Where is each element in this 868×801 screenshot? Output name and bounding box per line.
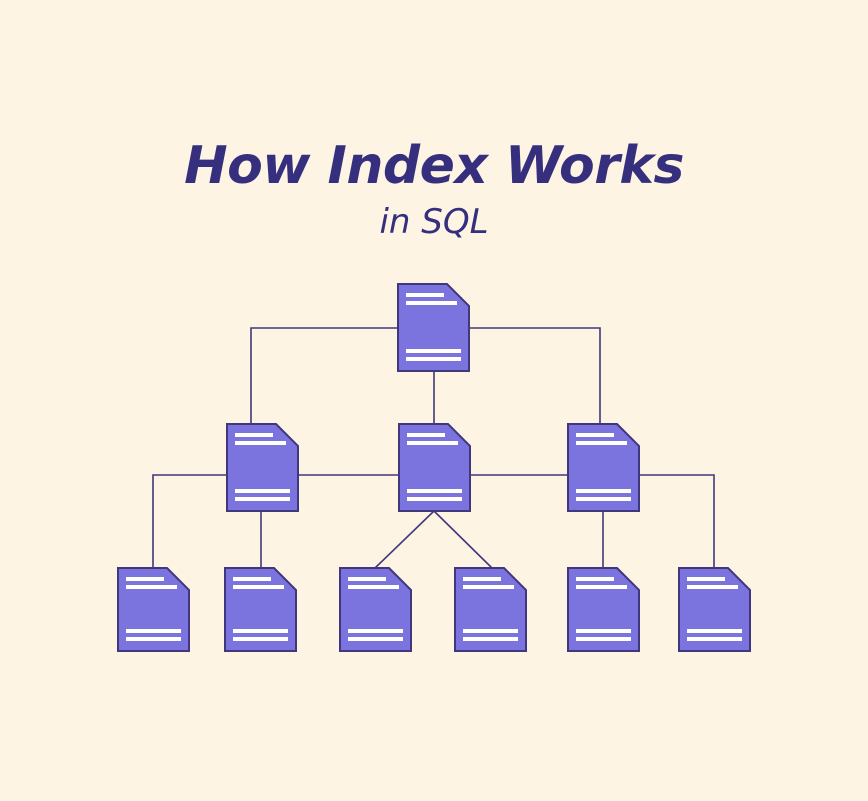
node-leaf-6[interactable] <box>678 567 751 652</box>
node-mid-3[interactable] <box>567 423 640 512</box>
page-title: How Index Works in SQL <box>0 138 868 242</box>
node-mid-2[interactable] <box>398 423 471 512</box>
node-leaf-4[interactable] <box>454 567 527 652</box>
node-leaf-3[interactable] <box>339 567 412 652</box>
edge-root-to-mid-1 <box>250 327 398 424</box>
node-leaf-5[interactable] <box>567 567 640 652</box>
edge-mid-2-to-leaf-4 <box>433 510 493 569</box>
node-leaf-1[interactable] <box>117 567 190 652</box>
edge-mid-3-to-leaf-6 <box>639 474 715 568</box>
title-sub-line: in SQL <box>379 202 489 243</box>
edge-mid-2-to-leaf-3 <box>374 510 435 569</box>
edge-root-to-mid-3 <box>469 327 601 424</box>
node-leaf-2[interactable] <box>224 567 297 652</box>
edge-layer <box>152 327 715 569</box>
node-root[interactable] <box>397 283 470 372</box>
title-main-line: How Index Works <box>184 136 684 196</box>
node-mid-1[interactable] <box>226 423 299 512</box>
edge-mid-1-to-leaf-1 <box>152 474 227 568</box>
